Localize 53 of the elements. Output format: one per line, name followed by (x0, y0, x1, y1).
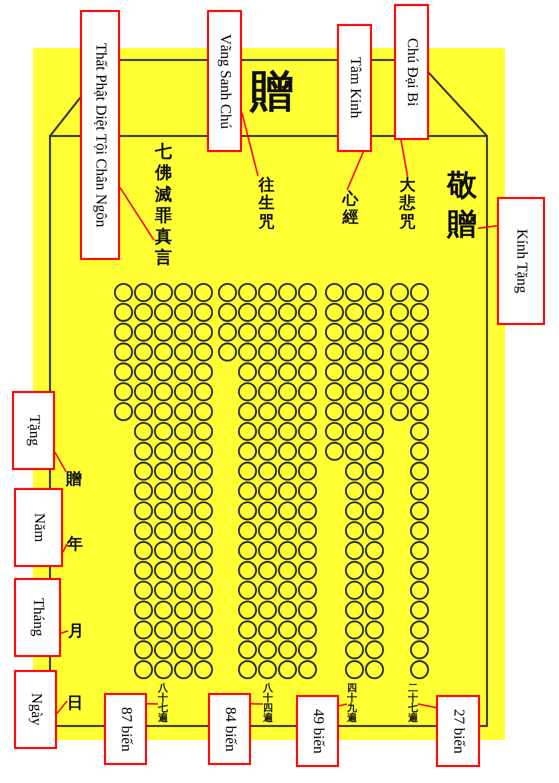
callout-text: Năm (30, 512, 47, 542)
leader-line (338, 703, 348, 707)
leader-line (146, 703, 158, 705)
callout-box (104, 693, 147, 765)
callout-box (80, 10, 120, 260)
callout-box (14, 670, 57, 749)
callout-text: Vãng Sanh Chú (216, 34, 233, 128)
vertical-chinese-text: 大悲咒 (399, 176, 416, 232)
callout-box (296, 695, 339, 767)
callout-box (14, 578, 61, 657)
vertical-chinese-text: 往生咒 (258, 176, 275, 232)
leader-line (250, 703, 264, 705)
vertical-chinese-text: 二十七遍 (408, 684, 418, 724)
callout-text: Chú Đại Bi (403, 38, 420, 106)
leader-line (60, 630, 68, 634)
vertical-chinese-text: 七佛滅罪真言 (154, 142, 173, 270)
leader-line (56, 700, 68, 714)
vertical-chinese-text: 贈 (66, 470, 82, 488)
leader-line (346, 152, 364, 190)
leader-line (54, 452, 67, 472)
callout-text: 27 biến (450, 708, 466, 754)
callout-box (14, 488, 63, 567)
vertical-chinese-text: 年 (67, 535, 83, 553)
callout-text: 84 biến (221, 706, 238, 752)
callout-text: Ngày (27, 693, 44, 726)
callout-text: Kính Tặng (512, 228, 530, 294)
leader-line (418, 703, 436, 708)
vertical-chinese-text: 日 (67, 694, 83, 712)
vertical-chinese-text: 八十七遍 (158, 684, 168, 724)
callout-text: Tháng (29, 598, 46, 637)
leader-line (119, 187, 155, 241)
callout-box (337, 24, 372, 152)
callout-box (12, 391, 55, 470)
vertical-chinese-text: 心經 (342, 190, 359, 227)
callout-text: Tâm Kinh (346, 57, 363, 119)
callout-text: Tặng (25, 415, 42, 446)
leader-line (478, 225, 498, 230)
envelope-character: 贈 (250, 70, 294, 114)
callout-box (208, 693, 251, 765)
callout-text: 87 biến (117, 706, 134, 752)
callout-text: Thất Phật Diệt Tội Chân Ngôn (92, 42, 108, 228)
callout-box (207, 10, 242, 152)
callout-text: 49 biến (309, 708, 326, 754)
callout-box (497, 197, 545, 325)
vertical-chinese-text: 月 (68, 622, 84, 640)
leader-line (241, 112, 259, 176)
leader-line (62, 543, 68, 552)
vertical-chinese-text: 八十四遍 (263, 684, 273, 724)
callout-box (436, 695, 480, 767)
vertical-chinese-text: 四十九遍 (347, 684, 357, 724)
callout-box (394, 4, 429, 140)
vertical-chinese-text: 敬贈 (446, 166, 478, 244)
leader-line (400, 140, 408, 176)
